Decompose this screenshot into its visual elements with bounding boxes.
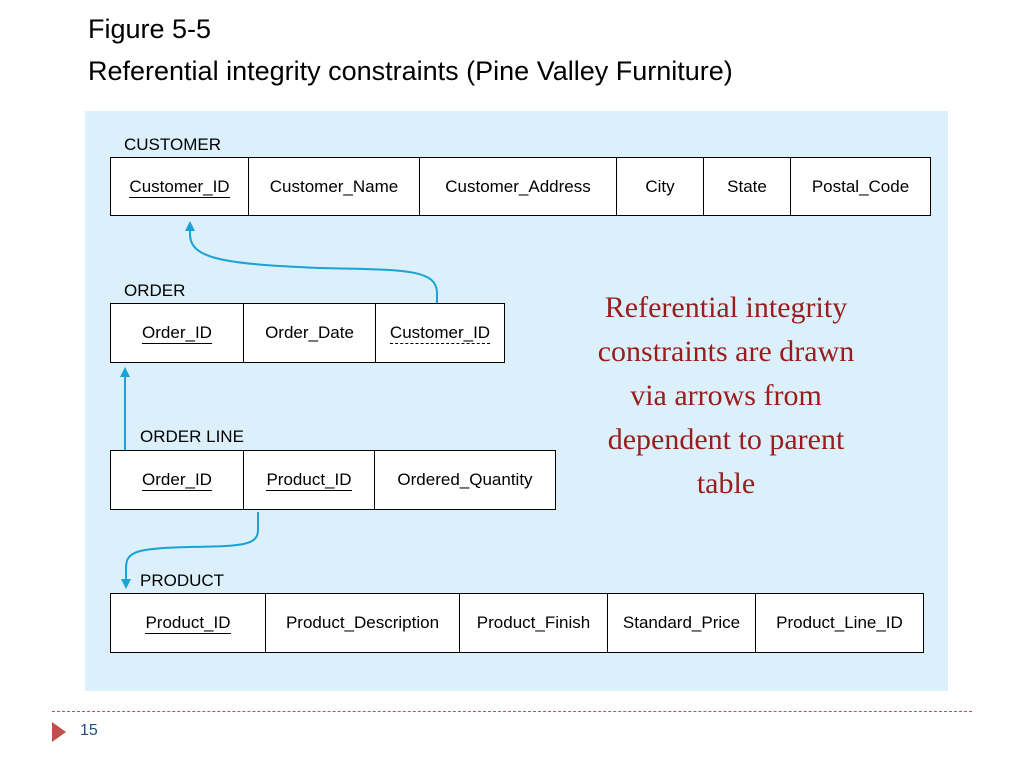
figure-label: Figure 5-5 xyxy=(88,14,212,44)
customer-col-customer-id: Customer_ID xyxy=(110,157,249,216)
slide-title: Referential integrity constraints (Pine … xyxy=(88,56,733,86)
customer-col-postal-code: Postal_Code xyxy=(790,157,931,216)
product-col-product-id: Product_ID xyxy=(110,593,266,653)
product-table: Product_ID Product_Description Product_F… xyxy=(110,593,924,653)
product-col-standard-price: Standard_Price xyxy=(607,593,756,653)
order-line-col-order-id: Order_ID xyxy=(110,450,244,510)
product-col-product-description: Product_Description xyxy=(265,593,460,653)
triangle-bullet-icon xyxy=(52,722,66,742)
page-number: 15 xyxy=(80,722,98,739)
arrow-order-line-to-product xyxy=(121,512,259,589)
customer-col-customer-name: Customer_Name xyxy=(248,157,420,216)
customer-table: Customer_ID Customer_Name Customer_Addre… xyxy=(110,157,931,216)
product-col-product-line-id: Product_Line_ID xyxy=(755,593,924,653)
order-col-order-id: Order_ID xyxy=(110,303,244,363)
footer-divider xyxy=(52,711,972,712)
arrow-order-to-customer xyxy=(185,221,438,303)
customer-table-label: CUSTOMER xyxy=(124,135,221,154)
order-table-label: ORDER xyxy=(124,281,186,300)
product-col-product-finish: Product_Finish xyxy=(459,593,608,653)
order-line-table: Order_ID Product_ID Ordered_Quantity xyxy=(110,450,556,510)
customer-col-state: State xyxy=(703,157,791,216)
order-line-table-label: ORDER LINE xyxy=(140,427,244,446)
annotation-text: Referential integrity constraints are dr… xyxy=(597,291,855,500)
customer-col-customer-address: Customer_Address xyxy=(419,157,617,216)
product-table-label: PRODUCT xyxy=(140,571,225,590)
order-line-col-ordered-quantity: Ordered_Quantity xyxy=(374,450,556,510)
order-table: Order_ID Order_Date Customer_ID xyxy=(110,303,505,363)
order-col-order-date: Order_Date xyxy=(243,303,376,363)
customer-col-city: City xyxy=(616,157,704,216)
order-col-customer-id: Customer_ID xyxy=(375,303,505,363)
